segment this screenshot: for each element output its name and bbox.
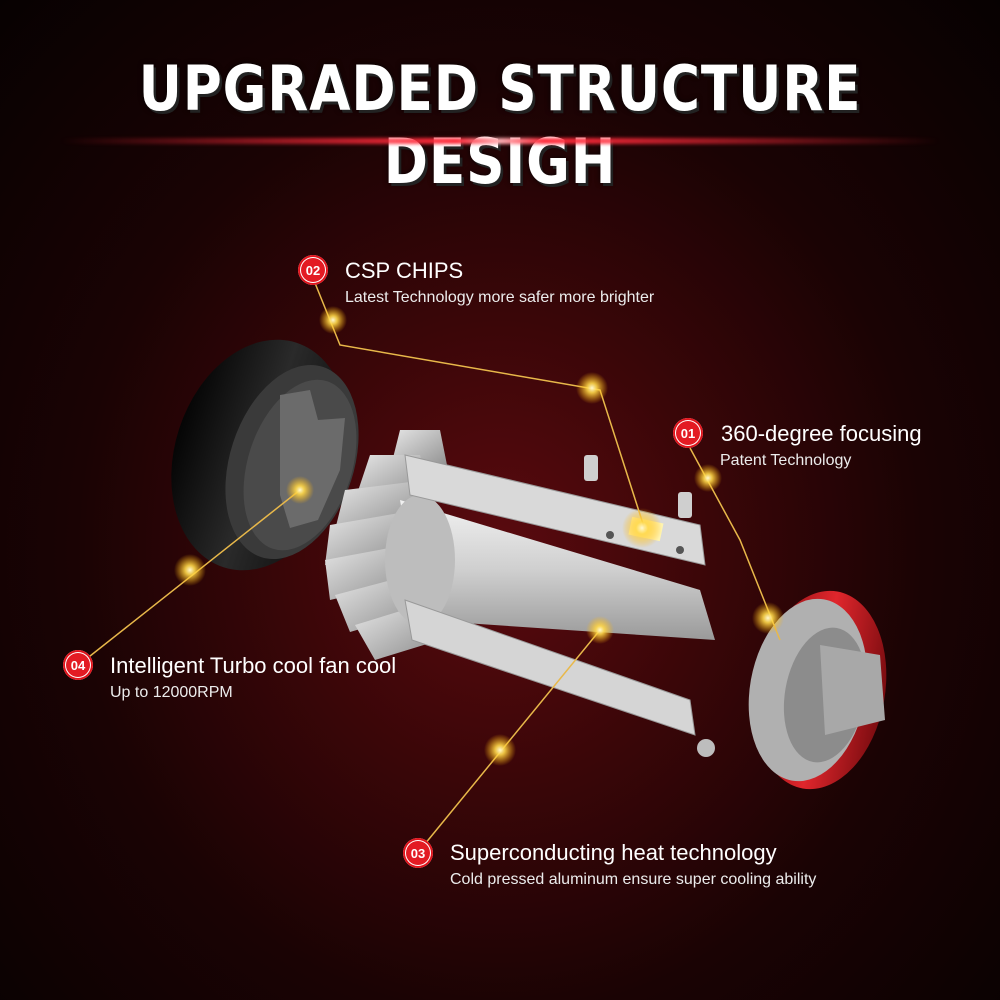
callout-title: 360-degree focusing [721,421,922,446]
callout-title: CSP CHIPS [345,258,464,283]
badge-number: 04 [66,653,90,677]
badge-number: 03 [406,841,430,865]
callout-subtitle: Cold pressed aluminum ensure super cooli… [450,871,817,888]
badge-number: 02 [301,258,325,282]
callout-subtitle: Up to 12000RPM [110,684,233,701]
headline-glow-line [60,138,940,144]
red-ring-adapter [748,590,887,790]
headline: UPGRADED STRUCTURE DESIGH [138,52,862,198]
screws [584,455,715,757]
aluminum-body [385,495,715,640]
badge-03: 03 [403,838,433,868]
bottom-heat-board [404,599,696,736]
callout-subtitle: Patent Technology [720,452,852,469]
callout-title: Superconducting heat technology [450,840,777,865]
callout-subtitle: Latest Technology more safer more bright… [345,289,655,306]
badge-02: 02 [298,255,328,285]
badge-01: 01 [673,418,703,448]
sparkles [174,306,784,766]
badge-number: 01 [676,421,700,445]
callout-title: Intelligent Turbo cool fan cool [110,653,397,678]
badge-04: 04 [63,650,93,680]
